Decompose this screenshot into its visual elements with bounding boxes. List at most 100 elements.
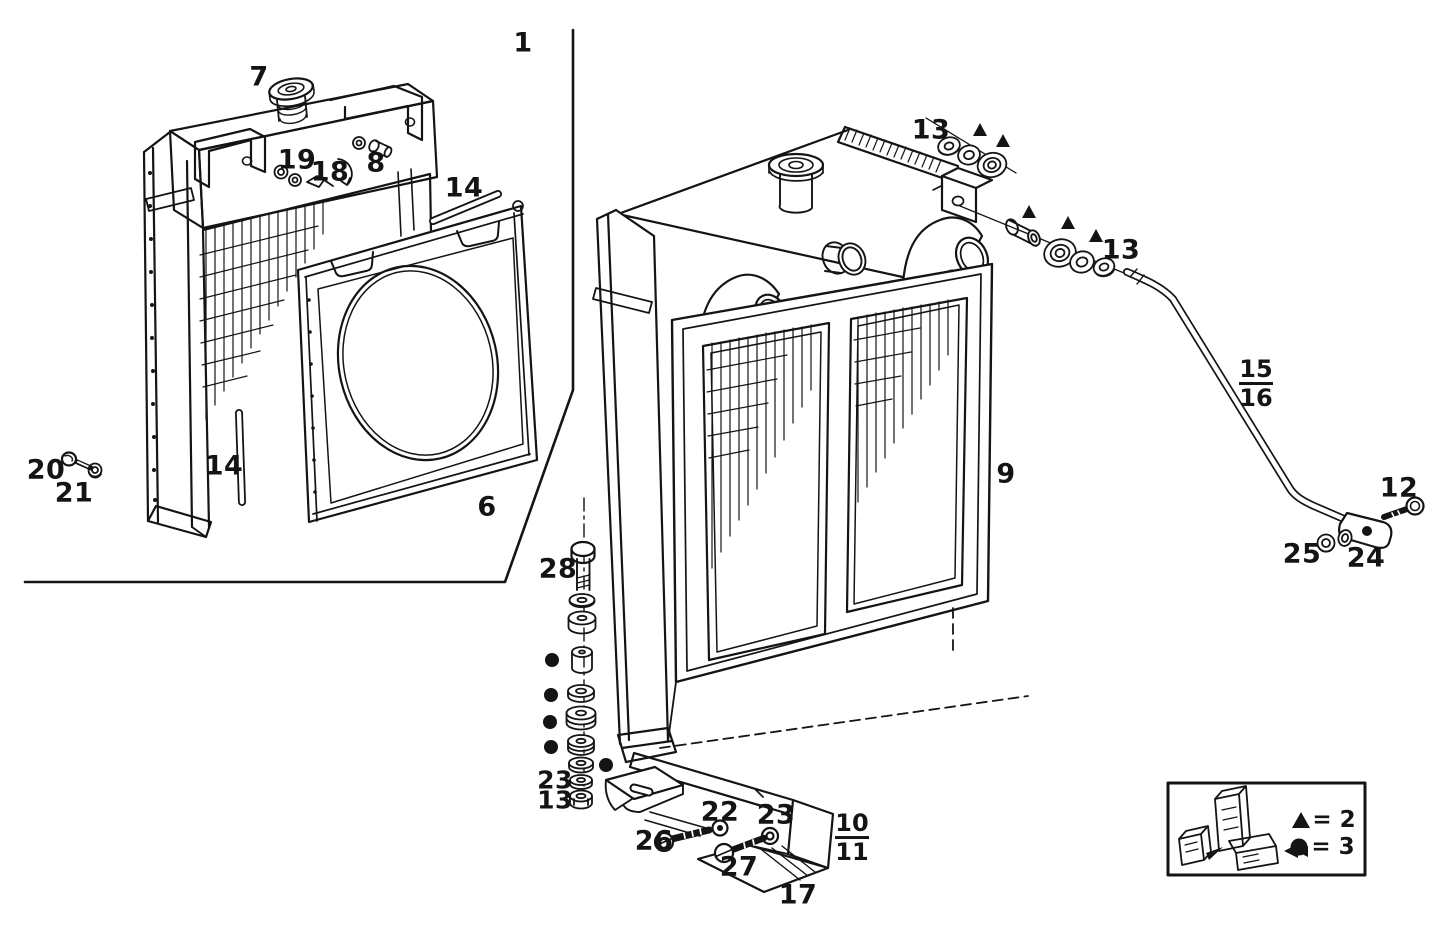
qty-dot-icon — [1290, 838, 1308, 856]
mounting-stack — [543, 497, 613, 810]
callout-27: 27 — [719, 851, 759, 883]
spacer-tube — [1005, 218, 1041, 247]
washer-24 — [1337, 529, 1353, 547]
callout-20: 20 — [26, 454, 66, 486]
qty-triangle-marker — [1022, 205, 1036, 218]
zone-divider-line — [23, 28, 575, 584]
callout-12: 12 — [1379, 472, 1419, 504]
left-radiator — [142, 77, 439, 539]
rubber-bushing — [565, 705, 597, 731]
callout-21: 21 — [54, 477, 94, 509]
legend-frame — [1166, 781, 1367, 877]
nut-13 — [569, 789, 593, 810]
callout-17: 17 — [778, 879, 818, 911]
grooved-washer — [567, 734, 595, 756]
qty-dot-marker — [545, 653, 559, 667]
stay-rod — [1123, 268, 1425, 553]
bracket-hole — [404, 117, 416, 127]
qty-triangle-marker — [973, 123, 987, 136]
mounting-strip-side — [235, 409, 246, 506]
callout-23-bracket: 23 — [756, 799, 796, 831]
clamp-plate — [604, 765, 707, 837]
frame-bolt-holes — [148, 171, 157, 502]
callout-6: 6 — [477, 491, 497, 523]
callout-9: 9 — [996, 458, 1016, 490]
core-hatching — [199, 200, 324, 420]
grommet-lower — [1043, 238, 1077, 268]
fan-shroud — [296, 200, 539, 524]
callout-15-16: 15 16 — [1239, 357, 1273, 411]
washer-lower — [1069, 250, 1095, 274]
bolt-12 — [1381, 496, 1425, 520]
callout-24: 24 — [1346, 542, 1386, 574]
shroud-recess — [317, 237, 524, 504]
callout-13-upper: 13 — [911, 114, 951, 146]
callout-7: 7 — [249, 61, 269, 93]
frame-foot — [146, 504, 213, 539]
qty-triangle-marker — [1089, 229, 1103, 242]
panel-hatching — [706, 299, 949, 569]
nut-13-lower — [1092, 257, 1116, 278]
qty-dot-marker — [599, 758, 613, 772]
front-frame — [670, 262, 994, 684]
legend-triangle-value: = 2 — [1312, 807, 1356, 833]
fraction-bottom: 11 — [835, 838, 869, 867]
grommet-upper — [976, 151, 1008, 179]
legend-box — [1166, 781, 1367, 877]
stub-pipe — [821, 241, 867, 276]
nut-21 — [87, 462, 103, 479]
callout-25: 25 — [1282, 538, 1322, 570]
top-strap — [836, 125, 960, 183]
shroud-slots — [330, 221, 500, 278]
plug-fitting-8 — [352, 136, 393, 158]
bracket-hole — [241, 156, 253, 166]
washer-flat — [568, 593, 596, 609]
qty-dot-marker — [543, 715, 557, 729]
side-frame — [142, 130, 213, 539]
left-post — [592, 208, 678, 764]
post-foot — [616, 726, 678, 764]
washer-upper — [957, 144, 981, 166]
qty-dot-marker — [544, 740, 558, 754]
qty-triangle-icon — [1292, 812, 1310, 828]
qty-triangle-marker — [1061, 216, 1075, 229]
spacer-sleeve — [571, 646, 593, 674]
nut-13-upper — [937, 136, 961, 156]
qty-triangle-marker — [996, 134, 1010, 147]
package-box-icon — [1214, 785, 1251, 852]
callout-18: 18 — [310, 156, 350, 188]
washer-23 — [569, 774, 593, 790]
clip-fitting-18 — [306, 158, 353, 188]
screen-panel-right — [845, 296, 969, 614]
corner-tab — [512, 200, 524, 212]
washer-flat — [568, 756, 594, 774]
callout-23-stack: 23 — [537, 765, 573, 795]
callout-13-lower: 13 — [1101, 234, 1141, 266]
callout-14-top: 14 — [444, 172, 484, 204]
package-box-icon — [1178, 825, 1223, 866]
top-mounting-hardware — [925, 117, 1125, 278]
washer-thick — [567, 610, 597, 635]
callout-22: 22 — [700, 796, 740, 828]
callout-26: 26 — [634, 825, 674, 857]
shroud-body — [296, 204, 539, 524]
fraction-bottom: 16 — [1239, 384, 1273, 413]
bolt-20 — [60, 451, 94, 471]
callout-14-side: 14 — [204, 450, 244, 482]
mounting-strip-top — [429, 190, 502, 225]
washer-flat — [567, 684, 595, 703]
mounting-ledge — [145, 187, 195, 212]
bottom-bracket — [604, 751, 835, 894]
hidden-edges — [659, 607, 1029, 749]
bolt-28 — [570, 540, 596, 591]
callout-10-11: 10 11 — [835, 811, 869, 865]
post-ledge — [592, 287, 653, 314]
washer-22 — [711, 819, 729, 837]
legend-dot-value: = 3 — [1311, 834, 1355, 860]
mounting-bracket-front — [193, 127, 267, 189]
strap-hatching — [844, 127, 942, 173]
callout-1: 1 — [513, 27, 533, 59]
radiator-tank — [168, 82, 435, 152]
